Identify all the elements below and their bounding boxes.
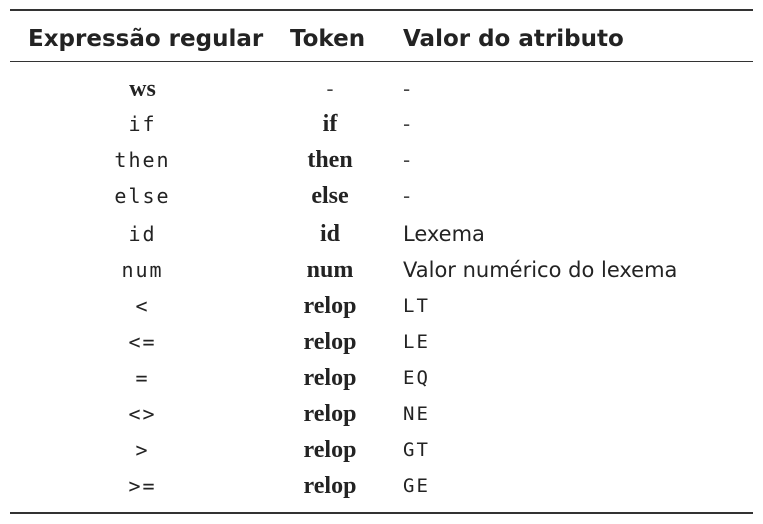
row-expression: if xyxy=(128,112,157,136)
row-attribute: Lexema xyxy=(403,222,485,246)
row-expression: <= xyxy=(128,330,157,354)
table-row: <> relop NE xyxy=(0,396,763,432)
row-token: relop xyxy=(303,401,357,427)
row-expression: ws xyxy=(129,76,156,102)
row-expression: = xyxy=(135,366,150,390)
row-expression: < xyxy=(135,294,150,318)
table-header: Expressão regular Token Valor do atribut… xyxy=(0,21,763,57)
table-row: else else - xyxy=(0,178,763,214)
row-expression: > xyxy=(135,438,150,462)
table-row: > relop GT xyxy=(0,432,763,468)
row-expression: then xyxy=(114,148,171,172)
table-row: <= relop LE xyxy=(0,324,763,360)
row-expression: num xyxy=(121,258,164,282)
row-attribute: LE xyxy=(403,331,430,353)
row-token: id xyxy=(319,221,340,247)
row-attribute: GE xyxy=(403,475,430,497)
row-token: - xyxy=(326,77,334,101)
row-token: then xyxy=(307,147,353,173)
header-token: Token xyxy=(290,26,366,52)
row-attribute: - xyxy=(403,112,411,136)
row-attribute: LT xyxy=(403,295,430,317)
table-row: = relop EQ xyxy=(0,360,763,396)
row-token: else xyxy=(311,183,349,209)
table-row: id id Lexema xyxy=(0,216,763,252)
row-attribute: NE xyxy=(403,403,430,425)
row-token: if xyxy=(322,111,338,137)
table-bottom-rule xyxy=(10,512,753,514)
row-token: relop xyxy=(303,437,357,463)
header-expression: Expressão regular xyxy=(28,26,264,52)
row-attribute: EQ xyxy=(403,367,430,389)
row-token: relop xyxy=(303,329,357,355)
table-row: then then - xyxy=(0,142,763,178)
row-expression: else xyxy=(114,184,171,208)
table-row: num num Valor numérico do lexema xyxy=(0,252,763,288)
row-token: relop xyxy=(303,365,357,391)
row-expression: <> xyxy=(128,402,157,426)
row-attribute: - xyxy=(403,77,411,101)
row-token: relop xyxy=(303,293,357,319)
row-attribute: Valor numérico do lexema xyxy=(403,258,678,282)
row-token: relop xyxy=(303,473,357,499)
row-expression: >= xyxy=(128,474,157,498)
header-divider xyxy=(10,61,753,62)
row-attribute: GT xyxy=(403,439,430,461)
row-attribute: - xyxy=(403,184,411,208)
row-token: num xyxy=(306,257,354,283)
table-row: >= relop GE xyxy=(0,468,763,504)
table-top-rule xyxy=(10,9,753,11)
row-expression: id xyxy=(128,222,157,246)
header-attribute: Valor do atributo xyxy=(403,26,624,52)
table-row: ws - - xyxy=(0,71,763,107)
row-attribute: - xyxy=(403,148,411,172)
table-row: if if - xyxy=(0,106,763,142)
table-row: < relop LT xyxy=(0,288,763,324)
